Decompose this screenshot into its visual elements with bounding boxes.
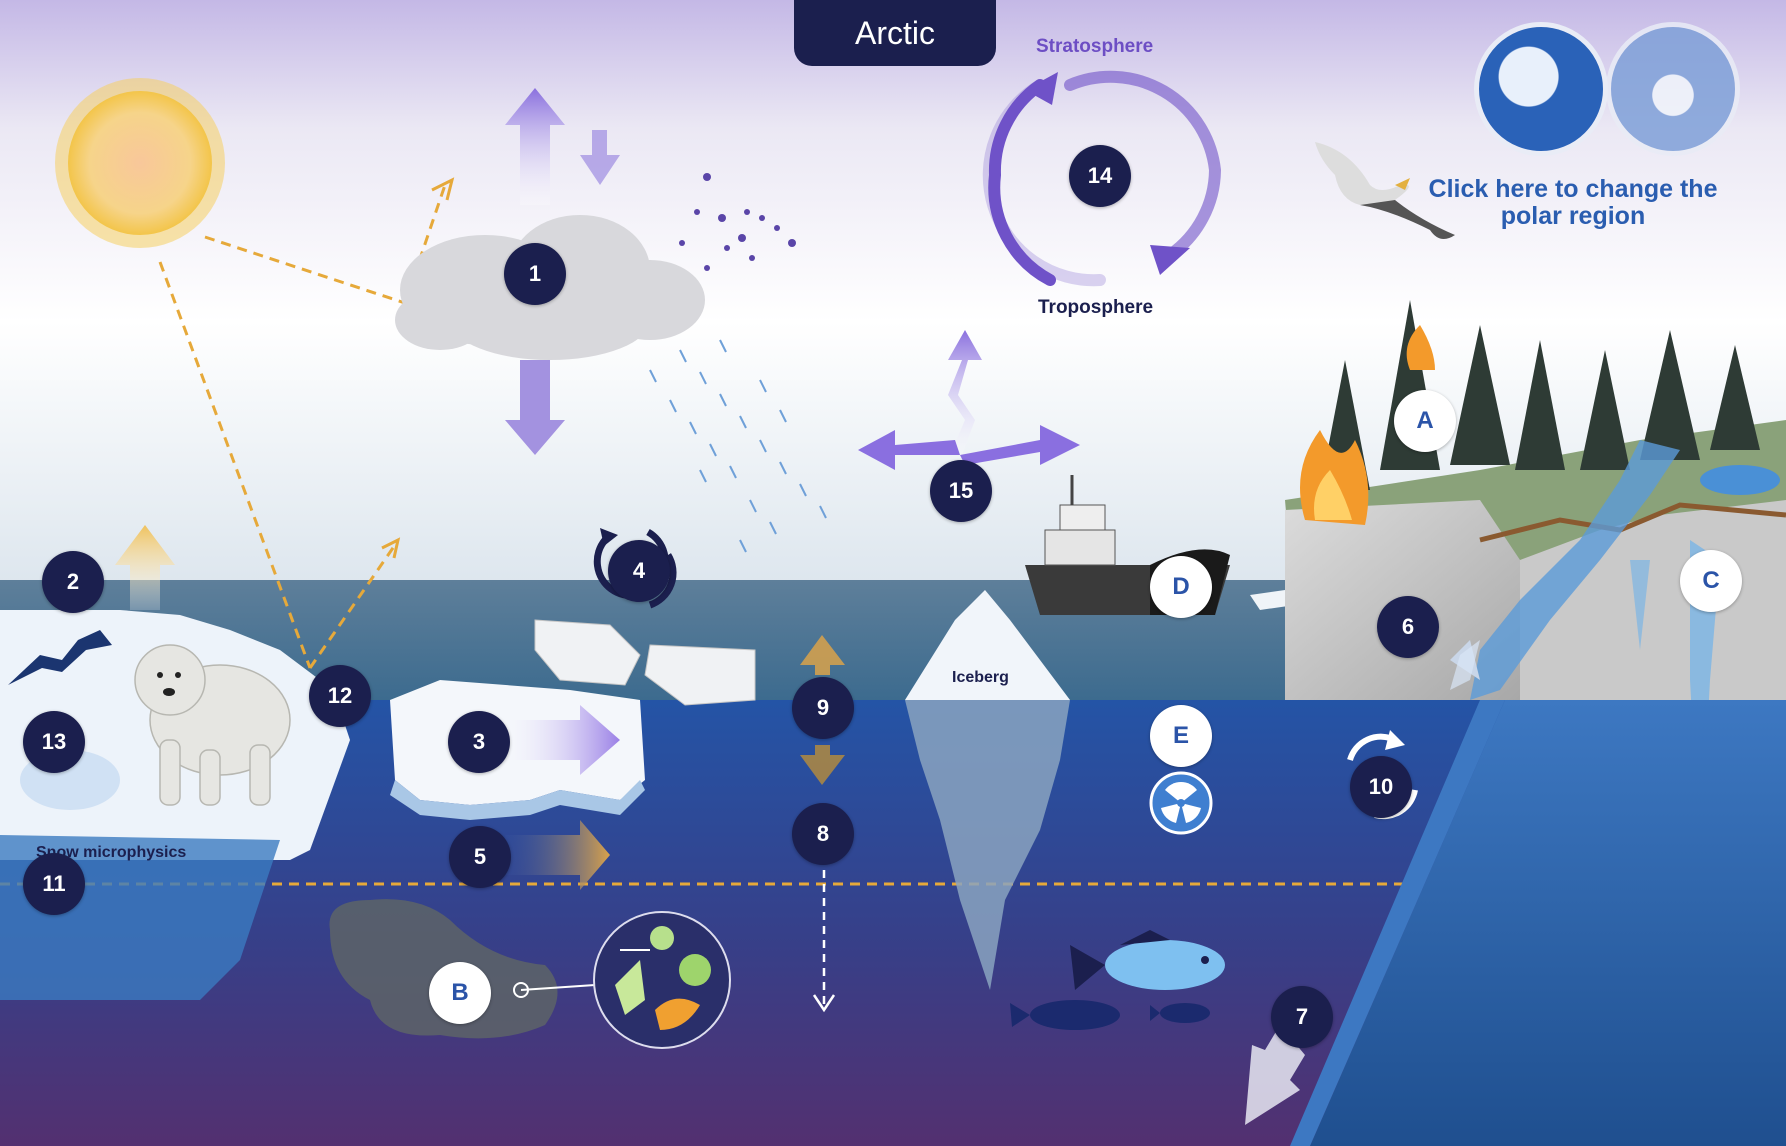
marker-15[interactable]: 15	[930, 460, 992, 522]
antarctic-globe-icon[interactable]	[1606, 22, 1740, 156]
seagull-icon	[1315, 142, 1455, 239]
marker-3[interactable]: 3	[448, 711, 510, 773]
marker-a[interactable]: A	[1394, 390, 1456, 452]
polar-bear-icon	[134, 644, 291, 806]
marker-11[interactable]: 11	[23, 853, 85, 915]
marker-12[interactable]: 12	[309, 665, 371, 727]
marker-13[interactable]: 13	[23, 711, 85, 773]
troposphere-label: Troposphere	[1038, 297, 1154, 318]
marker-1[interactable]: 1	[504, 243, 566, 305]
marker-5[interactable]: 5	[449, 826, 511, 888]
marker-14[interactable]: 14	[1069, 145, 1131, 207]
radiation-icon	[1149, 771, 1213, 835]
marker-2[interactable]: 2	[42, 551, 104, 613]
marker-b[interactable]: B	[429, 962, 491, 1024]
stratosphere-label: Stratosphere	[1036, 36, 1154, 57]
plankton-icon	[593, 911, 731, 1049]
snow-microphysics-label: Snow microphysics	[36, 844, 187, 861]
marker-8[interactable]: 8	[792, 803, 854, 865]
fire-icon	[1300, 325, 1435, 525]
change-polar-region-link[interactable]: Click here to change the polar region	[1428, 175, 1718, 230]
marker-9[interactable]: 9	[792, 677, 854, 739]
sun-icon	[55, 78, 225, 248]
marker-4[interactable]: 4	[608, 540, 670, 602]
iceberg-label: Iceberg	[952, 669, 1009, 686]
marker-10[interactable]: 10	[1350, 756, 1412, 818]
marker-c[interactable]: C	[1680, 550, 1742, 612]
marker-e[interactable]: E	[1150, 705, 1212, 767]
page-title: Arctic	[794, 0, 996, 66]
marker-7[interactable]: 7	[1271, 986, 1333, 1048]
arctic-globe-icon[interactable]	[1474, 22, 1608, 156]
marker-d[interactable]: D	[1150, 556, 1212, 618]
fish-icon	[1010, 930, 1225, 1030]
marker-6[interactable]: 6	[1377, 596, 1439, 658]
